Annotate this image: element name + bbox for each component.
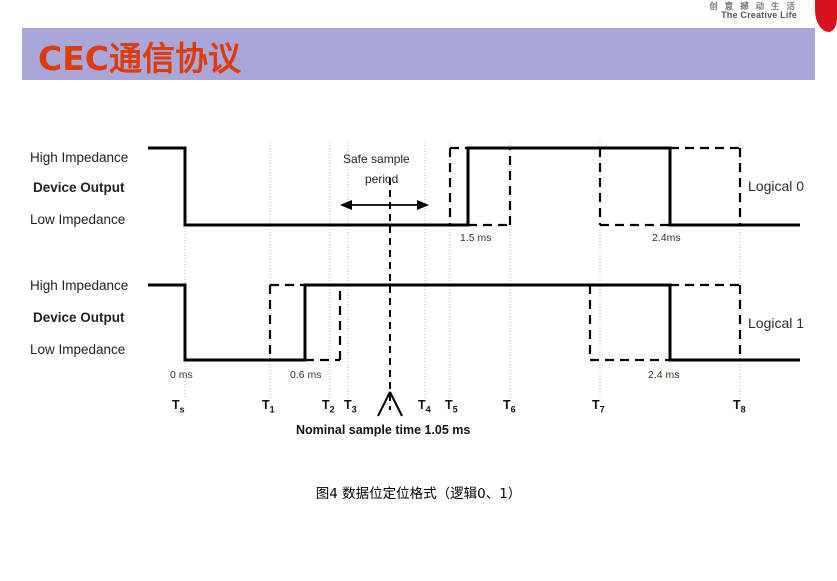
bottom-trace-tolerance <box>268 283 742 362</box>
waveform-figure: High Impedance Device Output Low Impedan… <box>0 120 837 520</box>
time-marker-t1: T1 <box>262 398 275 415</box>
bottom-trace-solid <box>148 283 800 362</box>
top-duration-2p4ms: 2.4ms <box>652 232 681 244</box>
page-title: CEC通信协议 <box>38 39 241 78</box>
time-marker-t8-text: T8 <box>733 398 746 415</box>
slide-title-banner: CEC通信协议 <box>22 28 815 80</box>
bottom-duration-2p4ms: 2.4 ms <box>648 369 680 381</box>
safe-sample-line2: period <box>365 172 399 186</box>
time-marker-t2-text: T2 <box>322 398 335 415</box>
time-marker-t7: T7 <box>592 398 605 415</box>
bottom-duration-0p6ms: 0.6 ms <box>290 369 322 381</box>
logical-1-label: Logical 1 <box>748 315 805 331</box>
waveform-svg <box>148 142 800 417</box>
safe-sample-arrow <box>340 200 429 210</box>
time-marker-ts: Ts <box>172 398 185 415</box>
nominal-sample-pointer <box>377 178 403 417</box>
bottom-high-impedance-label: High Impedance <box>30 278 129 293</box>
time-marker-t4: T4 <box>418 398 431 415</box>
time-marker-t1-text: T1 <box>262 398 275 415</box>
bottom-device-output-label: Device Output <box>33 310 125 325</box>
time-marker-t5-text: T5 <box>445 398 458 415</box>
brand-chinese-tagline: 创 意 撼 动 生 活 <box>709 2 797 12</box>
top-trace-solid <box>148 146 800 227</box>
time-marker-t8: T8 <box>733 398 746 415</box>
time-marker-t6-text: T6 <box>503 398 516 415</box>
brand-strip: 创 意 撼 动 生 活 The Creative Life <box>0 0 837 32</box>
bottom-low-impedance-label: Low Impedance <box>30 342 126 357</box>
figure-caption: 图4 数据位定位格式（逻辑0、1） <box>315 486 522 502</box>
time-marker-t7-text: T7 <box>592 398 605 415</box>
time-marker-t6: T6 <box>503 398 516 415</box>
top-high-impedance-label: High Impedance <box>30 150 129 165</box>
brand-english-tagline: The Creative Life <box>721 10 797 20</box>
time-marker-t2: T2 <box>322 398 335 415</box>
top-trace-tolerance <box>448 146 742 227</box>
bottom-duration-0ms: 0 ms <box>170 369 193 381</box>
time-marker-t5: T5 <box>445 398 458 415</box>
nominal-sample-time-label: Nominal sample time 1.05 ms <box>296 423 471 437</box>
brand-logo-mark <box>815 0 837 32</box>
top-duration-1p5ms: 1.5 ms <box>460 232 492 244</box>
safe-sample-line1: Safe sample <box>343 152 410 166</box>
top-device-output-label: Device Output <box>33 180 125 195</box>
top-low-impedance-label: Low Impedance <box>30 212 126 227</box>
time-marker-t4-text: T4 <box>418 398 431 415</box>
time-marker-t3: T3 <box>344 398 357 415</box>
time-marker-t3-text: T3 <box>344 398 357 415</box>
time-marker-ts-text: Ts <box>172 398 185 415</box>
logical-0-label: Logical 0 <box>748 178 805 194</box>
